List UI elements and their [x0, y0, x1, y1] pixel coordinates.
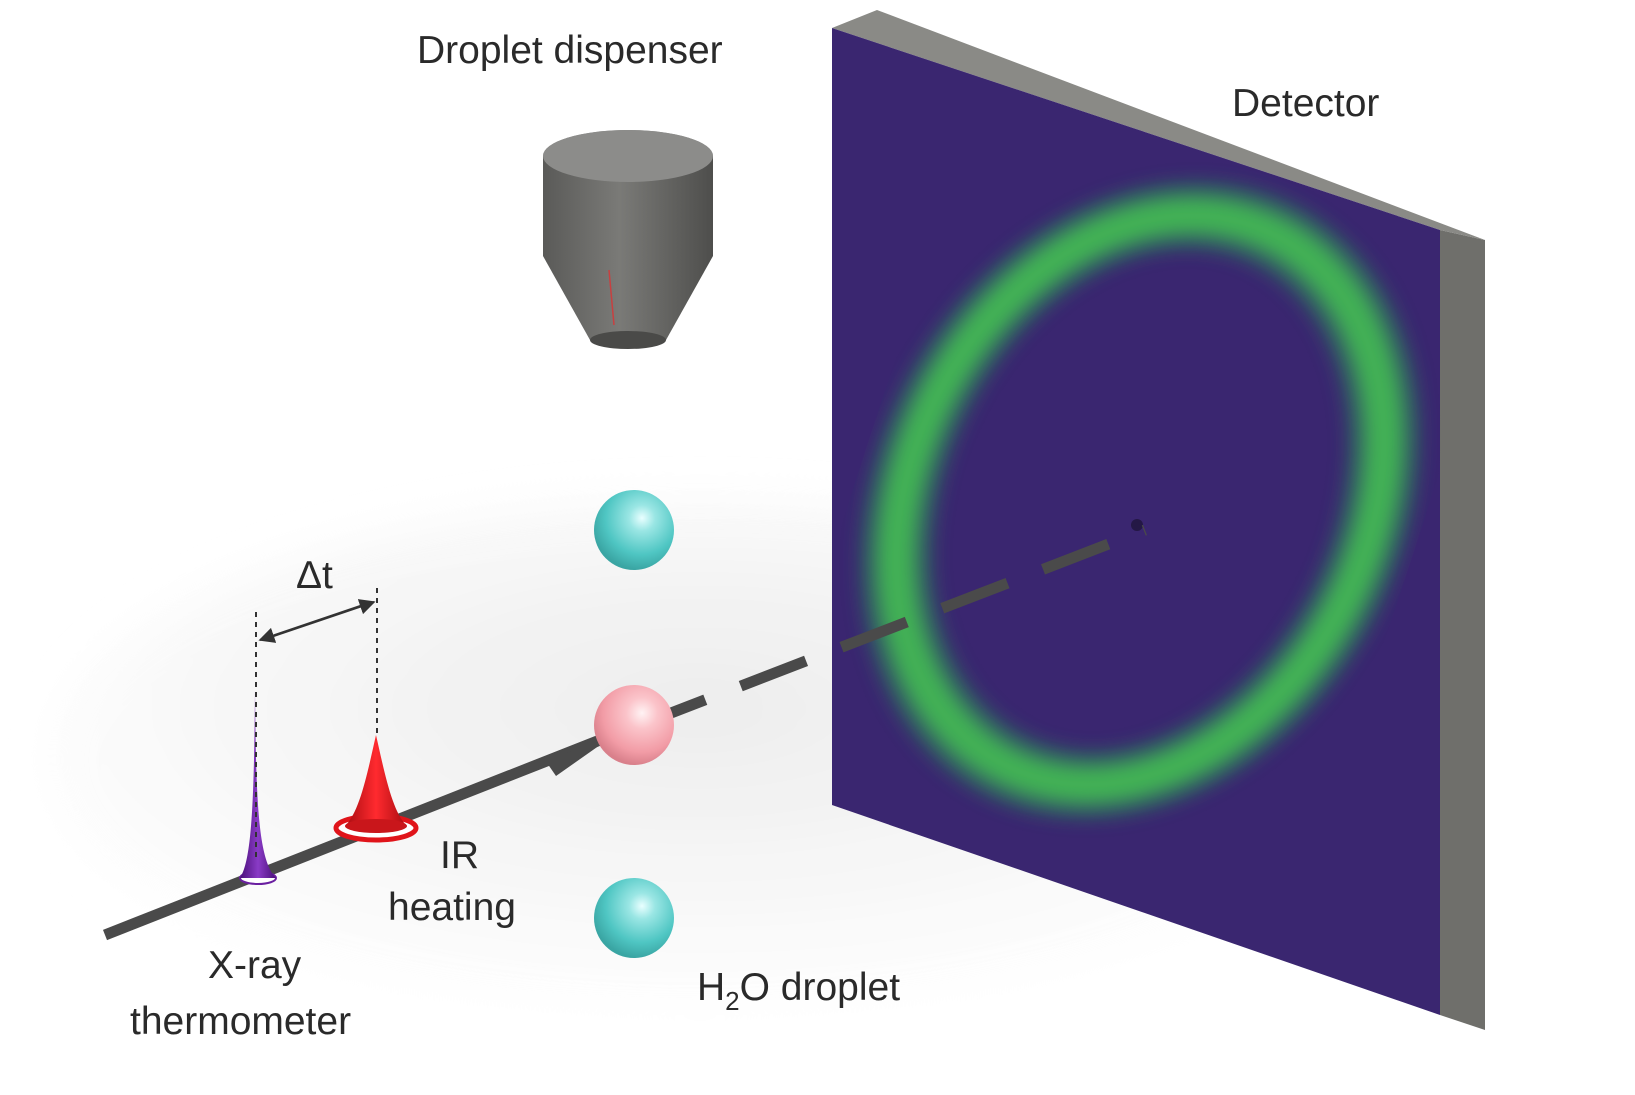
beam-center-spot: [1131, 519, 1143, 531]
label-droplet-dispenser: Droplet dispenser: [417, 29, 723, 72]
beam-arrowhead: [545, 738, 610, 776]
label-detector: Detector: [1232, 82, 1379, 125]
label-ir-line2: heating: [388, 886, 516, 929]
water-droplet-top: [594, 490, 674, 570]
delta-t-marker: [255, 588, 378, 862]
detector-edge-right: [1440, 230, 1485, 1030]
label-xray-line2: thermometer: [130, 1000, 351, 1043]
droplet-dispenser: [543, 130, 713, 349]
beam-dashed: [638, 524, 1147, 731]
scattering-ring: [860, 181, 1420, 819]
label-delta-t: Δt: [296, 554, 333, 597]
detector: [832, 10, 1485, 1030]
label-h2o-droplet: H2O droplet: [697, 966, 900, 1016]
label-ir-line1: IR: [440, 834, 479, 877]
detector-edge-top: [832, 10, 1485, 240]
label-h2o-subscript: 2: [725, 986, 739, 1016]
heated-droplet: [594, 685, 674, 765]
label-h2o-prefix: H: [697, 966, 725, 1009]
label-h2o-suffix: O droplet: [740, 966, 901, 1009]
xray-pulse: [239, 690, 277, 885]
water-droplet-bottom: [594, 878, 674, 958]
ir-pulse: [333, 735, 419, 843]
label-xray-line1: X-ray: [208, 944, 302, 987]
